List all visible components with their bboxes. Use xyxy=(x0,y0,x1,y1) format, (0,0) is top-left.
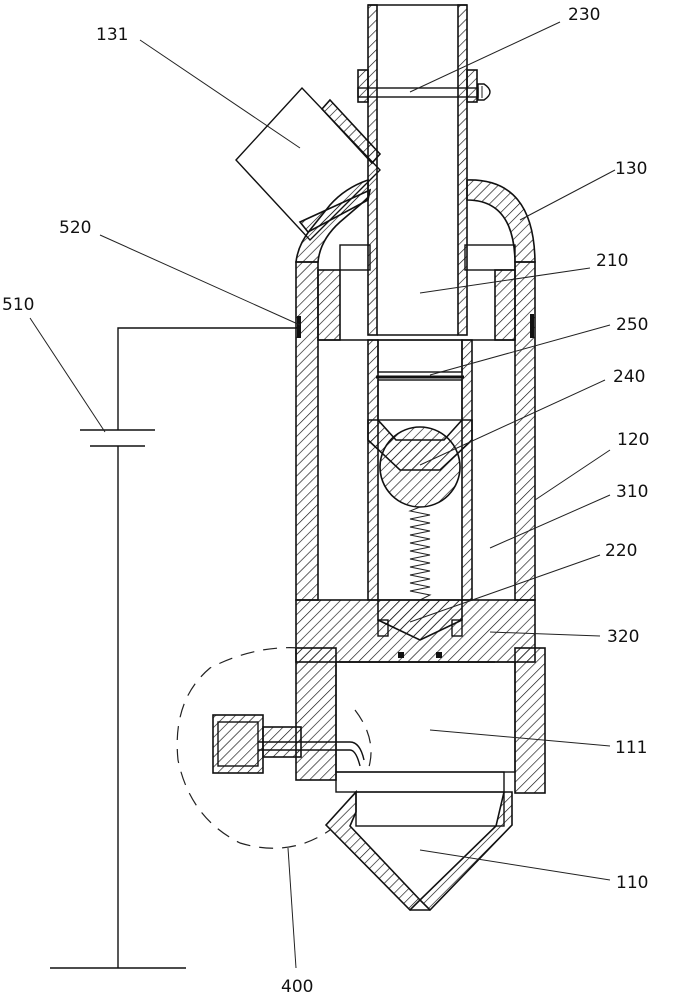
label-131: 131 xyxy=(96,25,128,45)
inlet-pipe-131 xyxy=(235,86,382,242)
reference-labels: 131 230 130 520 210 510 250 240 120 310 … xyxy=(2,5,649,997)
housing-shell-120 xyxy=(295,261,536,601)
leader-lines xyxy=(29,21,616,969)
label-220: 220 xyxy=(605,541,637,561)
valve-seat-220 xyxy=(295,599,536,663)
label-210: 210 xyxy=(596,251,628,271)
label-230: 230 xyxy=(568,5,600,25)
electrode-left-520 xyxy=(297,316,301,338)
label-310: 310 xyxy=(616,482,648,502)
label-130: 130 xyxy=(615,159,647,179)
inner-tube-210 xyxy=(367,4,468,336)
electrode-right xyxy=(530,314,534,338)
label-400: 400 xyxy=(281,977,313,997)
battery-circuit-510 xyxy=(50,327,297,969)
label-111: 111 xyxy=(615,738,647,758)
ball-valve-240 xyxy=(379,426,461,601)
label-240: 240 xyxy=(613,367,645,387)
label-520: 520 xyxy=(59,218,91,238)
dome-cap-130 xyxy=(295,178,536,271)
label-120: 120 xyxy=(617,430,649,450)
nozzle-110 xyxy=(324,789,513,912)
side-fitting-400 xyxy=(176,647,372,849)
lower-chamber-111 xyxy=(295,647,546,794)
label-510: 510 xyxy=(2,295,34,315)
label-320: 320 xyxy=(607,627,639,647)
label-110: 110 xyxy=(616,873,648,893)
label-250: 250 xyxy=(616,315,648,335)
